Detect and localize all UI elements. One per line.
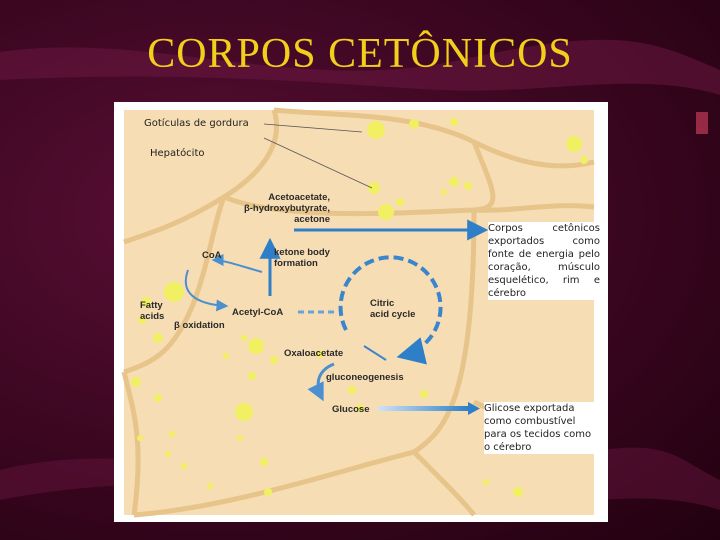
fat-droplet [409, 119, 419, 129]
glucose-export-arrowhead [468, 402, 480, 415]
fat-droplet [450, 118, 458, 126]
fat-droplets [131, 118, 588, 497]
diagram-panel: Gotículas de gordura Hepatócito Acetoace… [114, 102, 608, 522]
beta-oxidation-arrow [184, 269, 229, 312]
fat-droplet [270, 356, 278, 364]
fat-droplet [237, 435, 243, 441]
fat-droplet [316, 350, 324, 358]
fat-droplet [165, 451, 171, 457]
glucose-label: Glucose [332, 404, 370, 415]
citric-line1: Citric [370, 298, 395, 309]
ketone-bodies-label: Acetoacetate, β-hydroxybutyrate, acetone [214, 192, 330, 225]
slide-marker [696, 112, 708, 134]
ketone-formation-line2: formation [274, 258, 318, 269]
fat-droplet [141, 297, 151, 307]
fat-droplet [248, 372, 256, 380]
gluconeogenesis-arrow [307, 362, 335, 402]
fat-droplet [137, 435, 143, 441]
fat-droplet [264, 488, 272, 496]
fat-droplet [164, 282, 184, 302]
fat-droplet [154, 394, 162, 402]
fat-droplet [513, 487, 523, 497]
fat-droplet [260, 458, 268, 466]
fatty-acids-line1: Fatty [140, 300, 163, 311]
hydroxybutyrate-text: β-hydroxybutyrate, [243, 203, 330, 214]
fat-droplet [580, 156, 588, 164]
fatty-acids-label: Fatty acids [140, 300, 164, 322]
coa-label: CoA [202, 250, 222, 261]
cell-tissue [124, 110, 594, 515]
fat-droplet [441, 189, 447, 195]
hepatocyte-diagram [121, 107, 595, 518]
fat-droplet [378, 204, 394, 220]
fat-droplet [169, 431, 175, 437]
fat-droplet [449, 177, 459, 187]
fat-droplet [566, 136, 582, 152]
fat-droplet [248, 338, 264, 354]
beta-oxidation-label: β oxidation [174, 320, 225, 331]
fat-droplet [367, 121, 385, 139]
fat-droplet [235, 403, 253, 421]
cycle-to-oxaloacetate [363, 345, 387, 361]
fat-droplet [138, 316, 146, 324]
fat-droplet [396, 198, 404, 206]
fat-droplet [131, 377, 141, 387]
ketone-formation-label: ketone body formation [274, 247, 330, 269]
oxaloacetate-label: Oxaloacetate [284, 348, 344, 359]
fat-droplet [464, 182, 472, 190]
coa-arrow [211, 254, 263, 273]
fat-droplet [348, 386, 356, 394]
fat-droplets-label: Gotículas de gordura [144, 118, 249, 129]
pointer-line-droplets [263, 123, 363, 133]
fatty-acids-line2: acids [140, 311, 165, 322]
citric-line2: acid cycle [370, 309, 416, 320]
fat-droplet [207, 483, 213, 489]
pointer-line-hepatocyte [263, 137, 373, 189]
fat-droplet [420, 390, 428, 398]
fat-droplet [181, 463, 187, 469]
fat-droplet [241, 335, 247, 341]
acetone-text: acetone [294, 214, 330, 225]
ketone-export-caption: Corpos cetônicos exportados como fonte d… [488, 222, 600, 300]
hepatocyte-label: Hepatócito [150, 148, 205, 159]
fat-droplet [356, 404, 364, 412]
slide-title: CORPOS CETÔNICOS [147, 31, 573, 77]
gluconeogenesis-label: gluconeogenesis [326, 372, 404, 383]
ketone-formation-line1: ketone body [274, 247, 330, 258]
glucose-export-caption: Glicose exportada como combustível para … [484, 402, 600, 454]
glucose-export-bar [378, 406, 468, 411]
fat-droplet [368, 182, 380, 194]
acetyl-coa-label: Acetyl-CoA [232, 307, 284, 318]
citric-acid-cycle-arrow [338, 255, 443, 365]
acetoacetate-text: Acetoacetate, [268, 192, 330, 203]
fat-droplet [153, 333, 163, 343]
fat-droplet [483, 479, 489, 485]
citric-acid-cycle-label: Citric acid cycle [370, 298, 415, 320]
fat-droplet [223, 353, 229, 359]
